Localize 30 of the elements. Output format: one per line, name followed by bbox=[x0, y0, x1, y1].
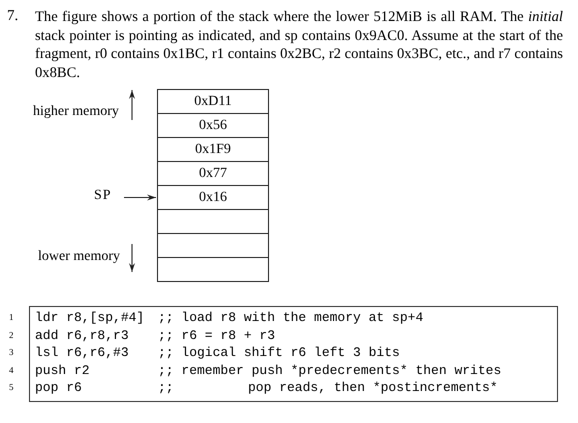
memory-direction-label: lower memory bbox=[38, 249, 120, 265]
code-comment: pop reads, then *postincrements* bbox=[248, 380, 498, 396]
empty-stack-cell bbox=[157, 209, 269, 234]
empty-stack-cell bbox=[157, 233, 269, 258]
code-instruction: lsl r6,r6,#3 bbox=[35, 345, 129, 361]
stack-cell: 0xD11 bbox=[157, 89, 269, 114]
code-comment: ;; load r8 with the memory at sp+4 bbox=[158, 310, 424, 326]
empty-stack-cell bbox=[157, 257, 269, 282]
question-number: 7. bbox=[7, 8, 18, 25]
line-number: 5 bbox=[9, 382, 14, 392]
memory-direction-label: higher memory bbox=[33, 104, 119, 120]
code-instruction: pop r6 bbox=[35, 380, 82, 396]
line-number: 2 bbox=[9, 330, 14, 340]
pointer-label: SP bbox=[94, 188, 112, 204]
pointer-arrow bbox=[124, 194, 156, 200]
question-text: The figure shows a portion of the stack where the lower 512MiB is all RAM. The initial stack pointer is pointing as indicated, and sp contains 0x9AC0. Assume at the start of the fragment, r0 contains 0x1BC, r1 contains 0x2BC, r2 contains 0x3BC, etc., and r7 contains 0x8BC. bbox=[35, 8, 563, 82]
code-comment: ;; r6 = r8 + r3 bbox=[158, 328, 276, 344]
line-number: 3 bbox=[9, 347, 14, 357]
stack-cell: 0x77 bbox=[157, 161, 269, 186]
line-number: 4 bbox=[9, 365, 14, 375]
code-comment: ;; remember push *predecrements* then writes bbox=[158, 363, 502, 379]
code-instruction: add r6,r8,r3 bbox=[35, 328, 129, 344]
stack-cell: 0x1F9 bbox=[157, 137, 269, 162]
stack-cell: 0x56 bbox=[157, 113, 269, 138]
code-instruction: ldr r8,[sp,#4] bbox=[35, 310, 144, 326]
code-instruction: push r2 bbox=[35, 363, 90, 379]
code-comment: ;; bbox=[158, 380, 174, 396]
line-number: 1 bbox=[9, 312, 14, 322]
stack-cell: 0x16 bbox=[157, 185, 269, 210]
code-comment: ;; logical shift r6 left 3 bits bbox=[158, 345, 400, 361]
